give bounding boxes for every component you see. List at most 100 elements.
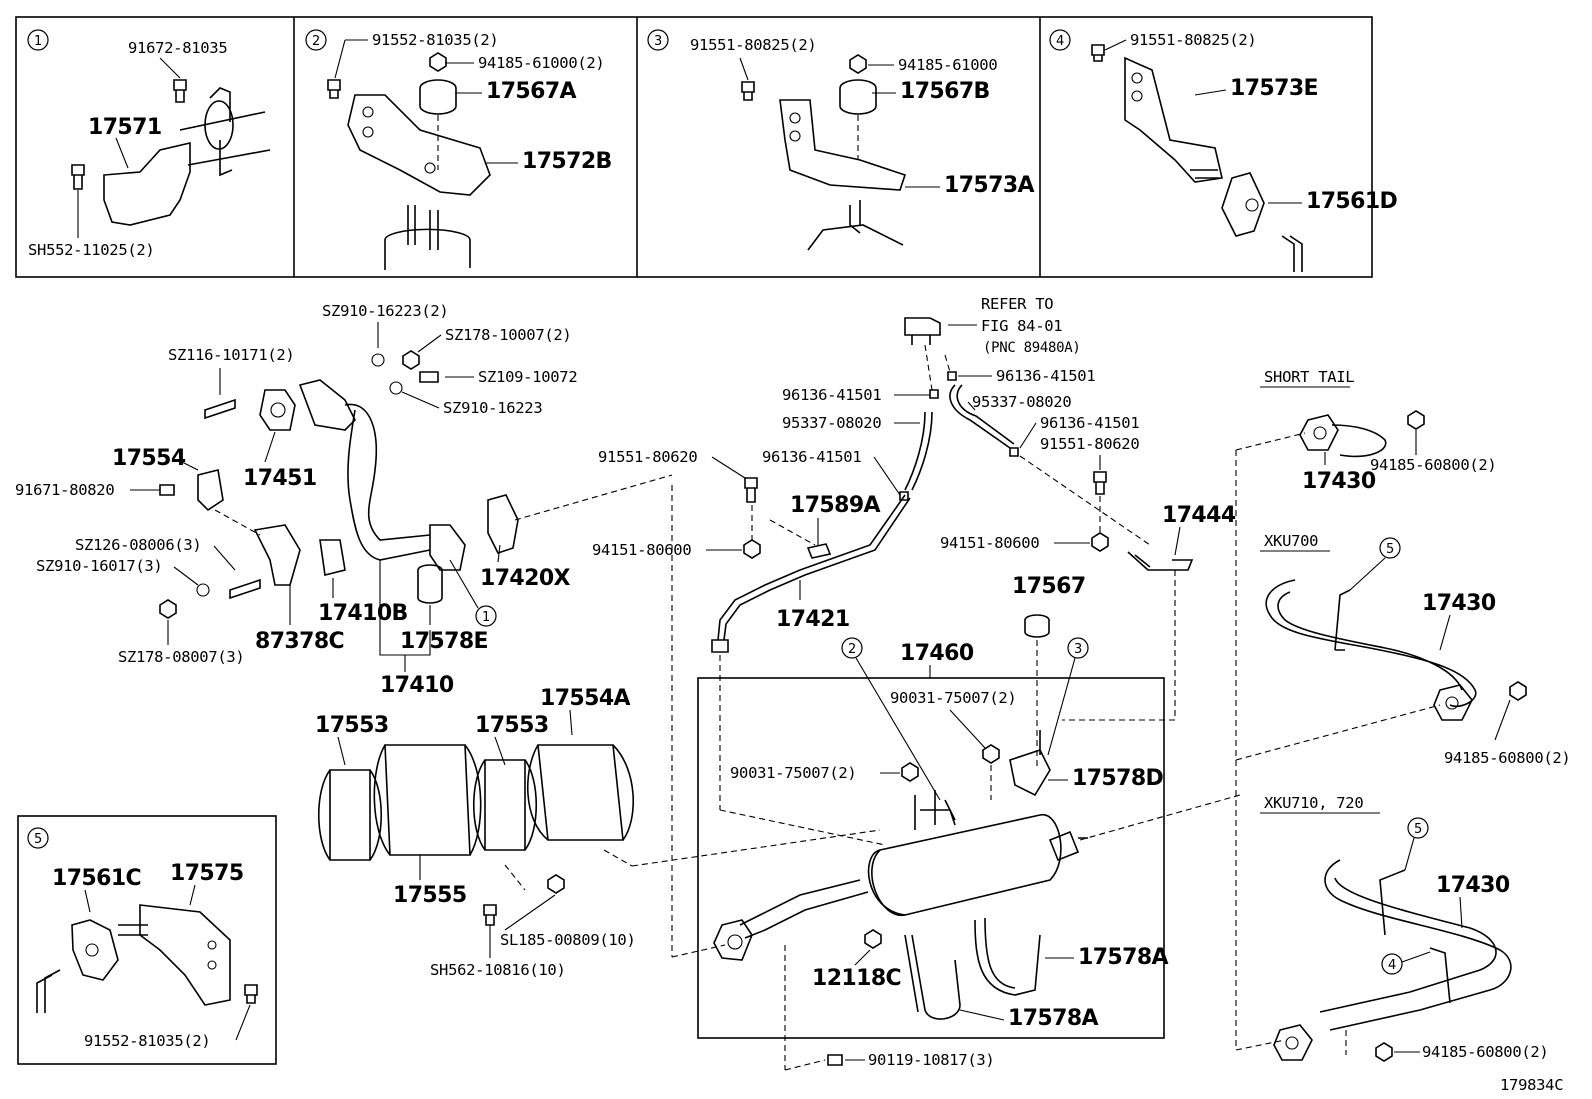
part-label: 17555	[393, 883, 467, 908]
callout-3-icon	[1067, 637, 1089, 659]
part-label: SZ910-16223(2)	[322, 302, 448, 320]
callout-number: 3	[1074, 642, 1082, 657]
part-label: 94151-80600	[592, 541, 691, 559]
part-label: SH562-10816(10)	[430, 961, 565, 979]
callout-number: 2	[848, 642, 856, 657]
callout-2-icon	[305, 29, 327, 51]
part-label: 96136-41501	[996, 367, 1095, 385]
part-label: SZ126-08006(3)	[75, 536, 201, 554]
heat-insulator-icon	[103, 141, 191, 226]
shell-half-icon	[526, 744, 635, 841]
part-label: 91552-81035(2)	[372, 31, 498, 49]
bolt-icon	[1093, 471, 1107, 495]
bracket-icon	[779, 99, 907, 191]
callout-number: 5	[34, 832, 42, 847]
inset-box-5: 5 17561C 17575 91552-81035(2)	[17, 815, 277, 1065]
part-label: 94185-60800(2)	[1444, 749, 1570, 767]
part-label: 94185-61000(2)	[478, 54, 604, 72]
part-label: 91551-80825(2)	[690, 36, 816, 54]
part-label: 96136-41501	[762, 448, 861, 466]
clamp-icon	[417, 564, 443, 604]
part-label: 91552-81035(2)	[84, 1032, 210, 1050]
cushion-icon	[839, 79, 877, 115]
inlet-pipe-icon	[739, 879, 869, 939]
mount-icon	[807, 200, 904, 251]
part-label: 17421	[776, 607, 850, 632]
part-label: 91551-80620	[1040, 435, 1139, 453]
part-label: 90031-75007(2)	[730, 764, 856, 782]
callout-number: 2	[312, 34, 320, 49]
bracket-icon	[197, 469, 224, 512]
part-label: 17553	[315, 713, 389, 738]
tail-pipe-icon	[1319, 859, 1512, 1031]
part-label: 17420X	[480, 566, 571, 591]
muffler-frame	[697, 677, 1165, 1039]
nut-icon	[402, 350, 420, 370]
stud-icon	[229, 578, 261, 600]
part-label: 17561D	[1306, 189, 1398, 214]
part-label: 90119-10817(3)	[868, 1051, 994, 1069]
part-label: 17451	[243, 466, 317, 491]
bolt-icon	[71, 164, 85, 190]
part-label: SZ178-10007(2)	[445, 326, 571, 344]
sensor-tube-group: REFER TO FIG 84-01 (PNC 89480A) 96136-41…	[592, 295, 1236, 958]
flange-icon	[1273, 1024, 1313, 1061]
top-inset-frame	[15, 16, 1373, 278]
part-label: 17430	[1422, 591, 1496, 616]
flange-icon	[1299, 414, 1339, 451]
pressure-sensor-icon	[904, 317, 941, 345]
part-label: 95337-08020	[972, 393, 1071, 411]
part-label: SZ178-08007(3)	[118, 648, 244, 666]
part-label: 90031-75007(2)	[890, 689, 1016, 707]
bracket-icon	[1124, 56, 1223, 183]
hose-icon	[904, 411, 933, 491]
nut-icon	[1091, 532, 1109, 552]
callout-4-icon	[1049, 29, 1071, 51]
nut-icon	[547, 874, 565, 894]
hose-icon	[949, 384, 1011, 449]
hanger-icon	[71, 919, 119, 981]
pressure-tube-icon	[717, 494, 911, 641]
part-label: 91551-80825(2)	[1130, 31, 1256, 49]
part-label: 17460	[900, 641, 974, 666]
part-label: 95337-08020	[782, 414, 881, 432]
callout-number: 1	[482, 610, 490, 625]
front-pipe-icon	[344, 403, 431, 561]
callout-2-icon	[841, 637, 863, 659]
refer-label: REFER TO	[981, 295, 1053, 313]
gasket-ring-icon	[371, 353, 385, 367]
part-label: 94185-61000	[898, 56, 997, 74]
nut-icon	[864, 929, 882, 949]
bolt-icon	[419, 371, 439, 383]
bracket-icon	[806, 543, 832, 559]
callout-number: 4	[1388, 958, 1396, 973]
nut-icon	[901, 762, 919, 782]
part-label: 17554A	[540, 686, 631, 711]
figure-id: 179834C	[1500, 1076, 1563, 1094]
part-label: SH552-11025(2)	[28, 241, 154, 259]
part-label: SZ116-10171(2)	[168, 346, 294, 364]
part-label: 94185-60800(2)	[1422, 1043, 1548, 1061]
bracket-icon	[1009, 730, 1051, 797]
part-label: 17571	[88, 115, 162, 140]
variant-label: SHORT TAIL	[1264, 368, 1354, 386]
nut-icon	[743, 539, 761, 559]
callout-number: 3	[654, 34, 662, 49]
callout-number: 5	[1386, 542, 1394, 557]
callout-number: 1	[34, 34, 42, 49]
callout-number: 4	[1056, 34, 1064, 49]
part-label: 87378C	[255, 629, 344, 654]
hanger-icon	[1221, 172, 1265, 237]
part-label: SZ109-10072	[478, 368, 577, 386]
part-label: 17578E	[400, 629, 488, 654]
pipe-icon	[179, 87, 271, 177]
part-label: 94185-60800(2)	[1370, 456, 1496, 474]
catalyst-shell-group: 17553 17553 17554A 17555 SL185-00809(10)…	[315, 686, 881, 979]
bolt-icon	[744, 477, 758, 503]
callout-5-icon	[1407, 817, 1429, 839]
part-label: 17573E	[1230, 76, 1318, 101]
part-label: SZ910-16223	[443, 399, 542, 417]
inset-box-4: 4 91551-80825(2) 17573E 17561D	[1049, 29, 1398, 272]
shell-half-icon	[373, 744, 482, 856]
bolt-icon	[741, 81, 755, 101]
